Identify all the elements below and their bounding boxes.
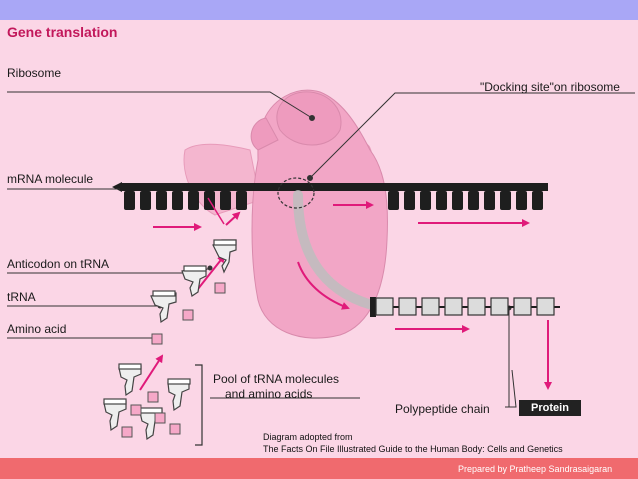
trna-molecules <box>103 239 237 441</box>
polypeptide-chain <box>370 297 560 317</box>
page-title: Gene translation <box>7 24 118 40</box>
polypeptide-label: Polypeptide chain <box>395 402 490 416</box>
docking-site-label: "Docking site"on ribosome <box>480 80 620 94</box>
anticodon-label: Anticodon on tRNA <box>7 257 110 271</box>
header-bar <box>0 0 638 20</box>
mrna-strand <box>120 183 548 191</box>
prepared-by: Prepared by Pratheep Sandrasaigaran <box>458 464 613 474</box>
amino-acids <box>121 282 226 438</box>
mrna-label: mRNA molecule <box>7 172 94 186</box>
ribosome-left-flap <box>250 117 279 151</box>
protein-label: Protein <box>531 402 569 414</box>
protein-box: Protein <box>519 400 581 416</box>
flow-arrows <box>139 197 552 391</box>
ribosome-channel <box>293 190 377 310</box>
amino-acid-label: Amino acid <box>7 322 67 336</box>
pool-bracket <box>195 364 203 446</box>
trna-label: tRNA <box>7 290 36 304</box>
pool-label-line2: and amino acids <box>225 387 313 401</box>
pool-label-line1: Pool of tRNA molecules <box>213 372 340 386</box>
credit-line-1: Diagram adopted from <box>263 432 353 442</box>
mrna-teeth <box>124 191 543 210</box>
ribosome-top <box>276 91 342 146</box>
credit-line-2: The Facts On File Illustrated Guide to t… <box>263 444 563 454</box>
ribosome-body <box>251 89 388 339</box>
footer-bar <box>0 458 638 479</box>
ribosome-label: Ribosome <box>7 66 62 80</box>
docking-site-circle <box>277 177 315 209</box>
